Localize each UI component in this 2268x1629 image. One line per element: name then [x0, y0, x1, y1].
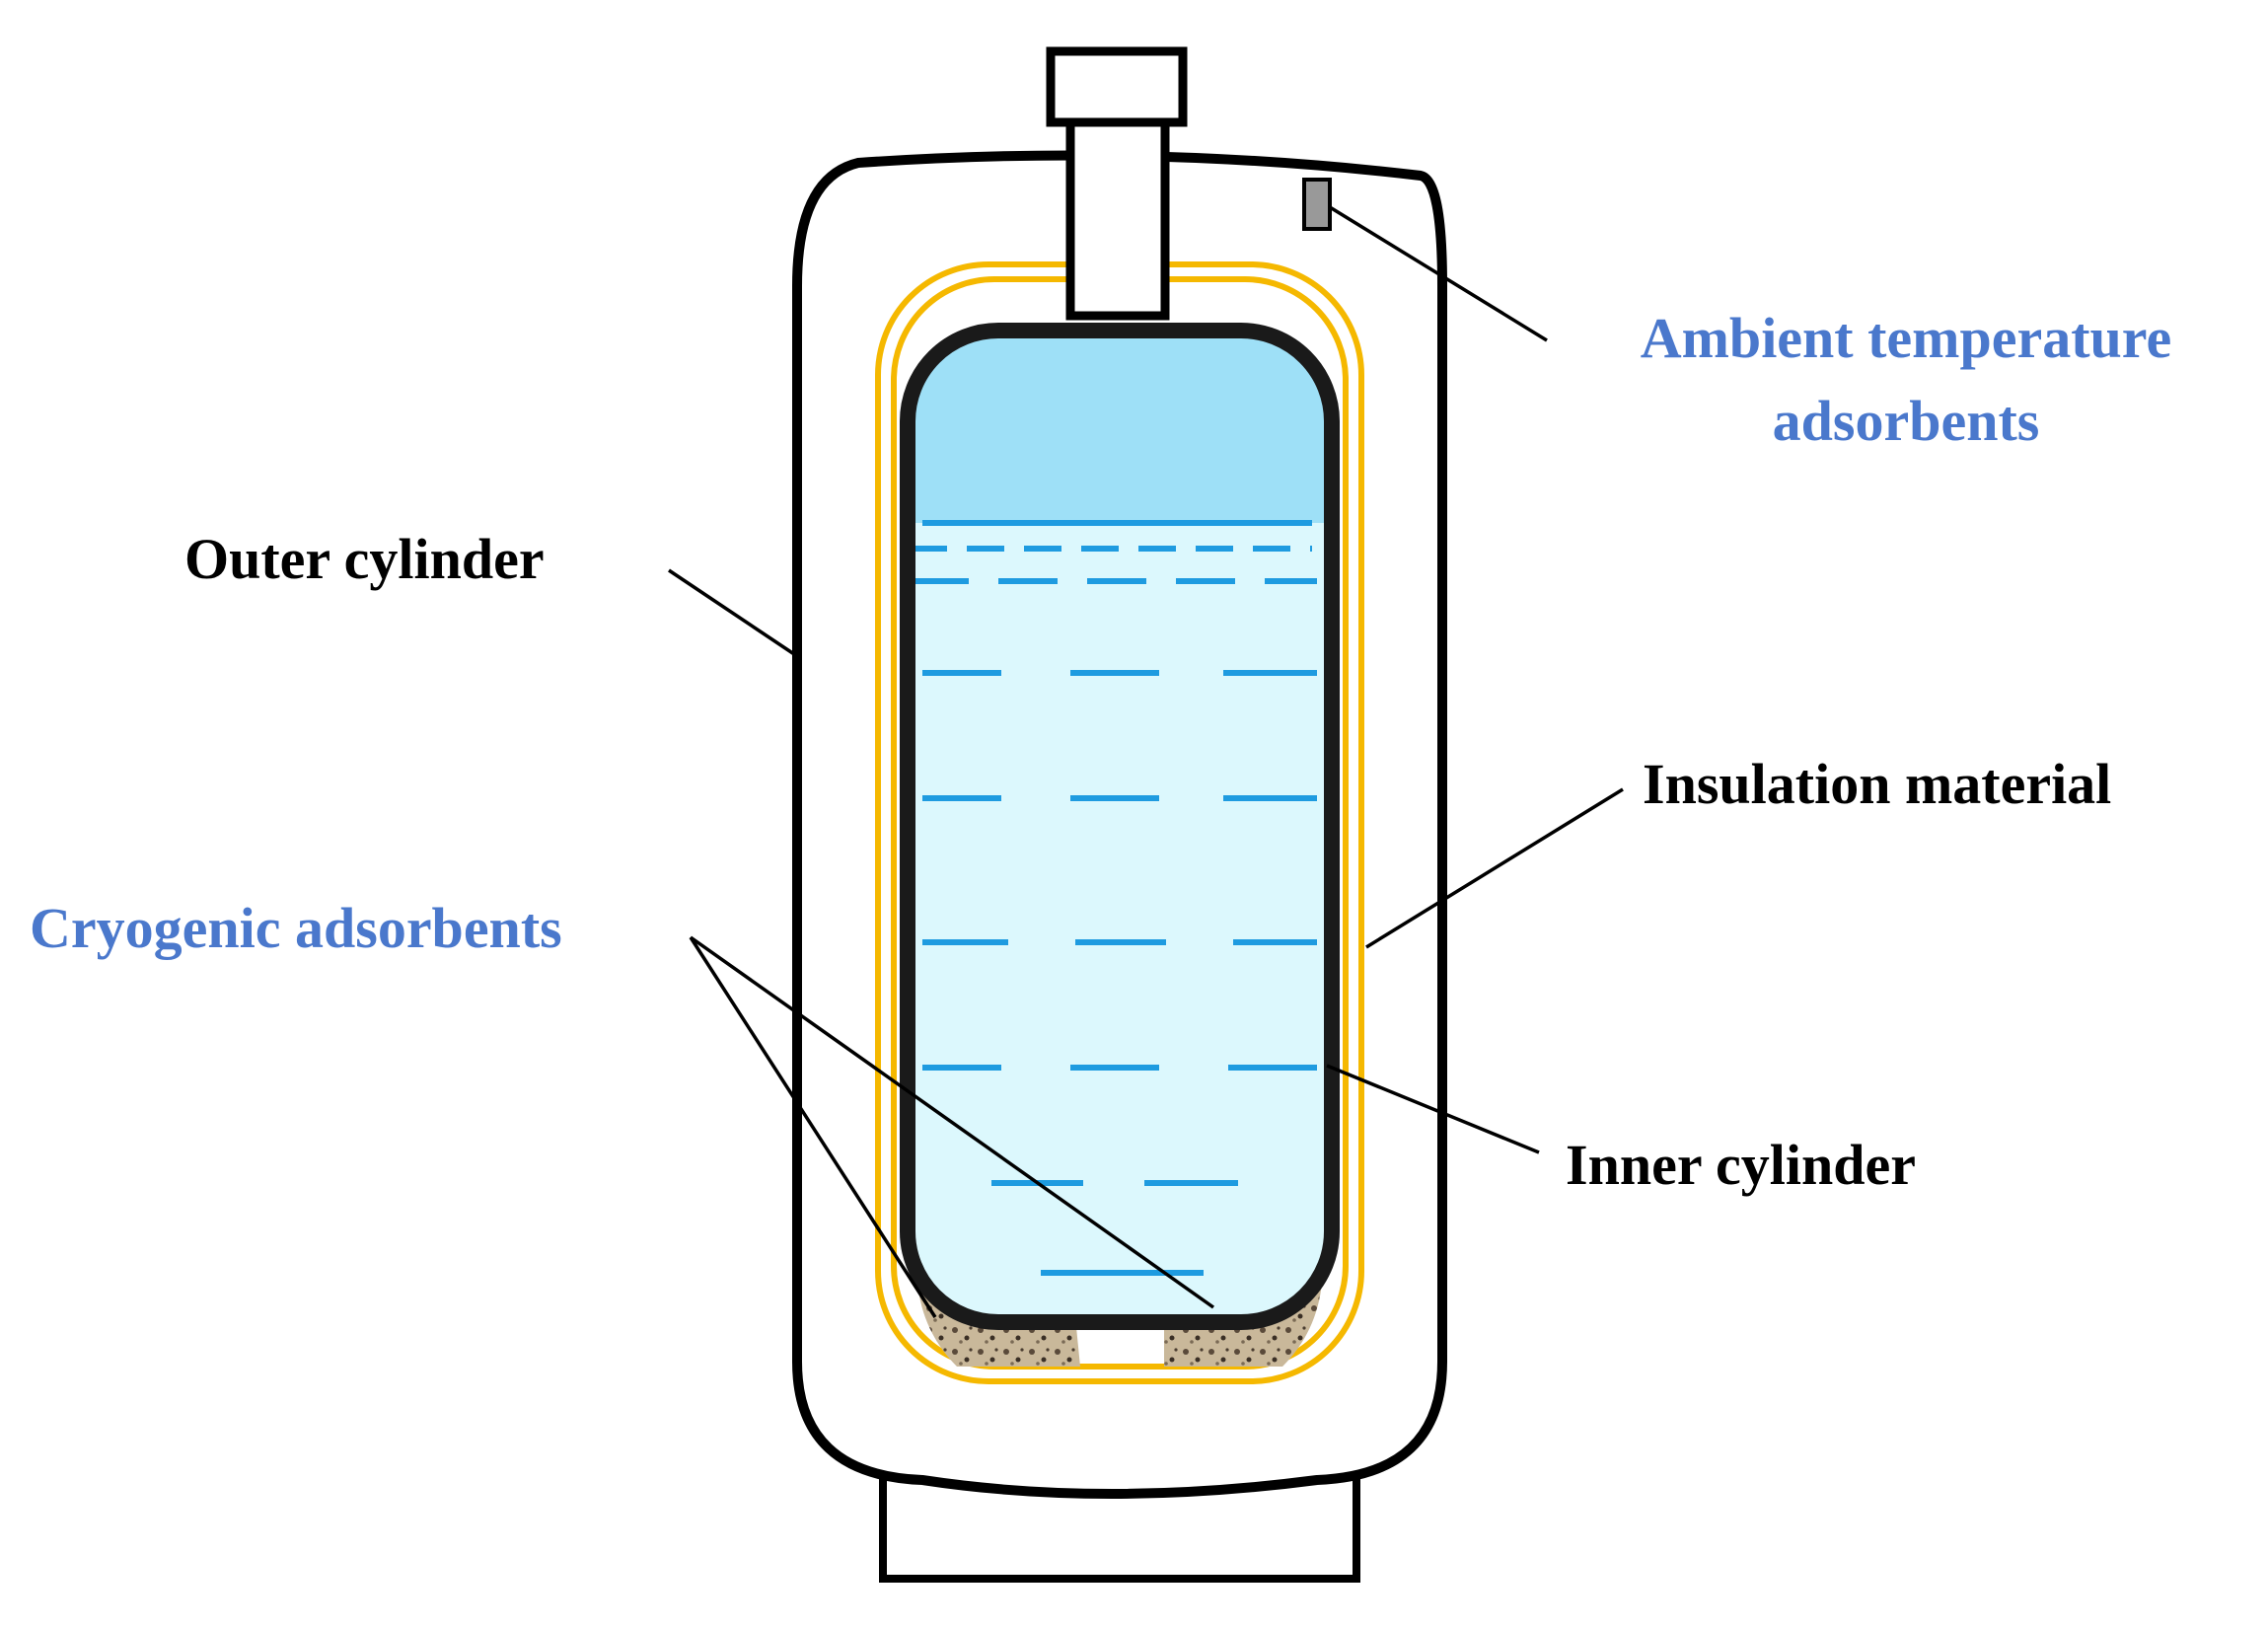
inner-cylinder: [900, 323, 1340, 1330]
leader-inner-cylinder: [1326, 1064, 1540, 1154]
leader-cryogenic-right: [689, 935, 1215, 1309]
ambient-adsorbent-box: [1302, 178, 1332, 231]
leader-ambient: [1329, 205, 1548, 342]
label-insulation-material: Insulation material: [1643, 752, 2111, 816]
neck-cap: [1046, 46, 1188, 127]
leader-cryogenic-left: [689, 936, 937, 1318]
label-inner-cylinder: Inner cylinder: [1566, 1133, 1916, 1197]
label-outer-cylinder: Outer cylinder: [184, 527, 545, 591]
leader-outer-cylinder: [668, 568, 798, 658]
leader-insulation: [1365, 787, 1624, 949]
leader-lines: [668, 205, 1624, 1318]
label-ambient-adsorbents-line2: adsorbents: [1773, 389, 2040, 453]
vapor-space: [908, 331, 1332, 523]
liquid-level-lines: [910, 520, 1317, 1276]
label-cryogenic-adsorbents: Cryogenic adsorbents: [30, 896, 562, 960]
neck-tube: [1065, 113, 1170, 321]
label-ambient-adsorbents-line1: Ambient temperature: [1641, 306, 2172, 370]
